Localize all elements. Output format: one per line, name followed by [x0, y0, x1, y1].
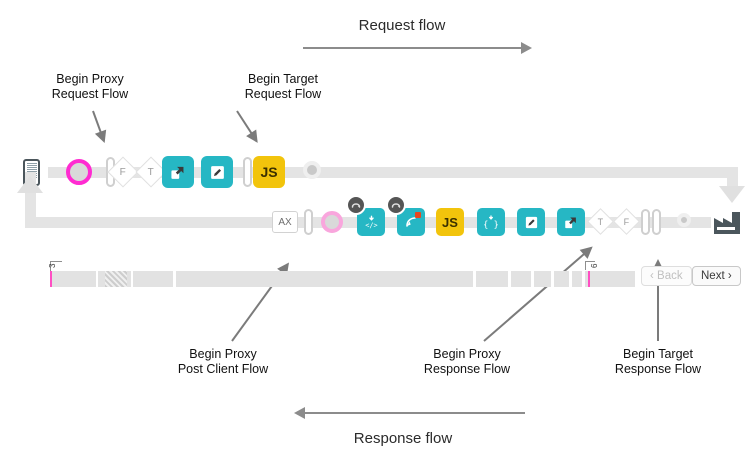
- svg-text:</>: </>: [365, 221, 377, 229]
- flow-separator-3: [304, 209, 313, 235]
- callout-begin-target-request-flow: Begin Target Request Flow: [233, 72, 333, 102]
- timeline-divider: [531, 271, 534, 287]
- callout-line-1: Begin Target: [623, 347, 693, 361]
- flow-separator-4: [641, 209, 650, 235]
- target-server-icon: [712, 209, 742, 235]
- assign-message-policy[interactable]: [201, 156, 233, 188]
- pencil-icon: [210, 165, 224, 179]
- callout-line-1: Begin Proxy: [56, 72, 124, 86]
- arrow-out-icon: [564, 217, 576, 228]
- response-flow-arrow-line: [305, 412, 525, 414]
- callout-line-2: Request Flow: [244, 87, 322, 101]
- target-response-marker[interactable]: [677, 213, 691, 227]
- code-icon: </>: [365, 215, 377, 229]
- javascript-policy-2[interactable]: JS: [436, 208, 464, 236]
- request-rail: [48, 167, 738, 178]
- timeline-start-tick: [50, 261, 62, 271]
- timeline-end-tick: [585, 261, 595, 270]
- post-client-flow-marker[interactable]: [321, 211, 343, 233]
- arrow-out-icon: [170, 166, 183, 179]
- condition-label: T: [597, 216, 604, 227]
- request-flow-arrow-head: [521, 42, 532, 54]
- timeline-track[interactable]: [50, 271, 635, 287]
- callout-line-2: Post Client Flow: [177, 362, 269, 376]
- callout-begin-proxy-response-flow: Begin Proxy Response Flow: [417, 347, 517, 377]
- back-button[interactable]: ‹ Back: [641, 266, 692, 286]
- extract-variables-policy[interactable]: </>: [346, 195, 385, 236]
- timeline-divider: [508, 271, 511, 287]
- timeline-start-label: 3: [48, 263, 57, 268]
- target-endpoint-marker[interactable]: [303, 161, 321, 179]
- proxy-endpoint-marker[interactable]: [66, 159, 92, 185]
- timeline-marker-end: [588, 271, 590, 287]
- response-rail-arrow-head: [17, 176, 43, 193]
- callout-pointer-1: [92, 110, 111, 146]
- javascript-policy-label: JS: [260, 164, 278, 180]
- json-policy[interactable]: { }: [477, 208, 505, 236]
- timeline-divider: [569, 271, 572, 287]
- timeline-divider: [96, 271, 98, 287]
- condition-t-2[interactable]: T: [587, 208, 614, 235]
- callout-line-2: Response Flow: [614, 362, 702, 376]
- timeline-divider: [582, 271, 585, 287]
- javascript-policy[interactable]: JS: [253, 156, 285, 188]
- timeline-divider: [131, 271, 133, 287]
- callout-pointer-4: [483, 241, 597, 342]
- timeline-hatched-segment: [105, 271, 127, 287]
- timeline-divider: [173, 271, 176, 287]
- callout-begin-proxy-request-flow: Begin Proxy Request Flow: [40, 72, 140, 102]
- condition-f-2[interactable]: F: [613, 208, 640, 235]
- callout-line-2: Request Flow: [51, 87, 129, 101]
- timeline-end-label: 6: [590, 263, 599, 268]
- callout-pointer-2: [236, 110, 263, 147]
- analytics-label: AX: [272, 211, 298, 233]
- javascript-policy-label: JS: [442, 214, 458, 230]
- curved-arrow-icon: [351, 203, 361, 208]
- analytics-node[interactable]: AX: [272, 211, 298, 233]
- next-button[interactable]: Next ›: [692, 266, 741, 286]
- request-flow-title: Request flow: [358, 17, 446, 34]
- assign-message-policy-2[interactable]: [517, 208, 545, 236]
- condition-label: F: [119, 166, 127, 178]
- flow-separator-5: [652, 209, 661, 235]
- braces-icon: { }: [483, 215, 499, 230]
- callout-line-1: Begin Proxy: [189, 347, 257, 361]
- svg-text:{ }: { }: [483, 220, 499, 230]
- factory-icon: [714, 212, 740, 234]
- condition-label: T: [147, 166, 155, 178]
- flow-separator-2: [243, 157, 252, 187]
- response-flow-title: Response flow: [353, 430, 453, 447]
- response-rail-turn-corner: [25, 217, 47, 228]
- return-icon: [406, 217, 416, 227]
- response-rail-turn-up: [25, 172, 36, 223]
- error-dot-icon: [415, 212, 421, 218]
- callout-begin-proxy-post-client-flow: Begin Proxy Post Client Flow: [173, 347, 273, 377]
- error-badge: [346, 195, 366, 215]
- pencil-icon: [525, 216, 537, 228]
- condition-f-1[interactable]: F: [107, 156, 139, 188]
- timeline-divider: [551, 271, 554, 287]
- condition-label: F: [623, 216, 630, 227]
- callout-line-1: Begin Proxy: [433, 347, 501, 361]
- callout-line-2: Response Flow: [423, 362, 511, 376]
- raise-fault-policy[interactable]: [386, 195, 425, 236]
- callout-line-1: Begin Target: [248, 72, 318, 86]
- curved-arrow-icon: [391, 203, 401, 208]
- request-rail-turn-down: [727, 167, 738, 189]
- request-rail-arrow-head: [719, 186, 745, 203]
- callout-begin-target-response-flow: Begin Target Response Flow: [608, 347, 708, 377]
- error-badge: [386, 195, 406, 215]
- request-flow-arrow-line: [303, 47, 523, 49]
- route-policy-2[interactable]: [557, 208, 585, 236]
- timeline-marker-start: [50, 271, 52, 287]
- route-policy[interactable]: [162, 156, 194, 188]
- condition-t-1[interactable]: T: [135, 156, 167, 188]
- timeline-divider: [473, 271, 476, 287]
- response-flow-arrow-head: [294, 407, 305, 419]
